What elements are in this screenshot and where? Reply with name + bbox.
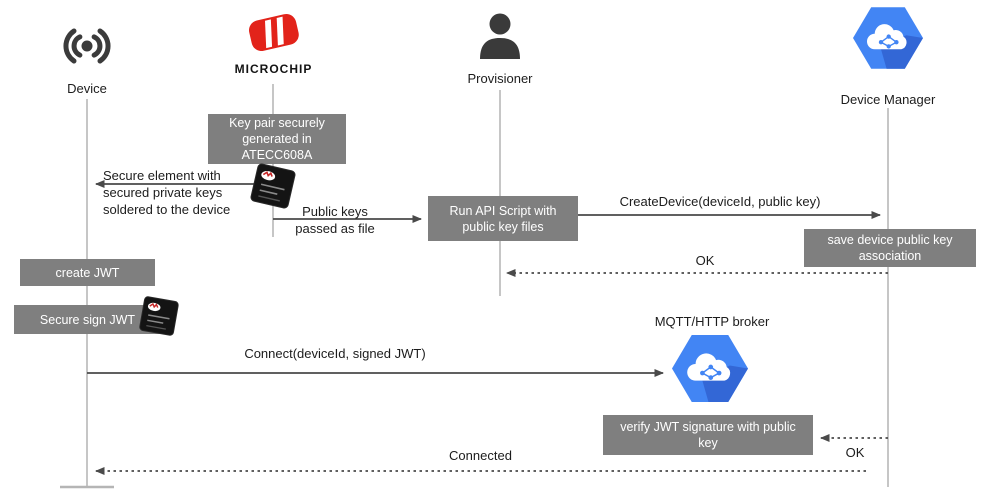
device-manager-cloud-icon bbox=[853, 7, 923, 69]
message-connect: Connect(deviceId, signed JWT) bbox=[244, 346, 426, 361]
message-create-device: CreateDevice(deviceId, public key) bbox=[619, 194, 821, 209]
message-connected: Connected bbox=[449, 448, 512, 463]
actor-label-microchip: MICROCHIP bbox=[234, 62, 313, 76]
message-ok-save: OK bbox=[695, 253, 715, 268]
microchip-logo-icon bbox=[249, 14, 299, 52]
message-ok-verify: OK bbox=[845, 445, 865, 460]
actor-label-device-manager: Device Manager bbox=[840, 92, 936, 107]
box-secure-sign-jwt: Secure sign JWT bbox=[14, 305, 161, 334]
box-verify-jwt: verify JWT signature with public key bbox=[603, 415, 813, 455]
provisioner-person-icon bbox=[480, 13, 520, 59]
actor-label-device: Device bbox=[67, 81, 107, 96]
box-save-public-key: save device public key association bbox=[804, 229, 976, 267]
message-public-keys: Public keys passed as file bbox=[295, 204, 375, 236]
message-secure-element: Secure element with secured private keys… bbox=[103, 168, 231, 217]
box-keypair-generated: Key pair securely generated in ATECC608A bbox=[208, 114, 346, 164]
secure-sign-chip-icon bbox=[138, 295, 180, 337]
actor-label-provisioner: Provisioner bbox=[467, 71, 533, 86]
broker-cloud-icon bbox=[672, 335, 748, 402]
box-run-api-script: Run API Script with public key files bbox=[428, 196, 578, 241]
device-antenna-icon bbox=[63, 28, 111, 64]
broker-label: MQTT/HTTP broker bbox=[654, 314, 770, 329]
box-create-jwt: create JWT bbox=[20, 259, 155, 286]
